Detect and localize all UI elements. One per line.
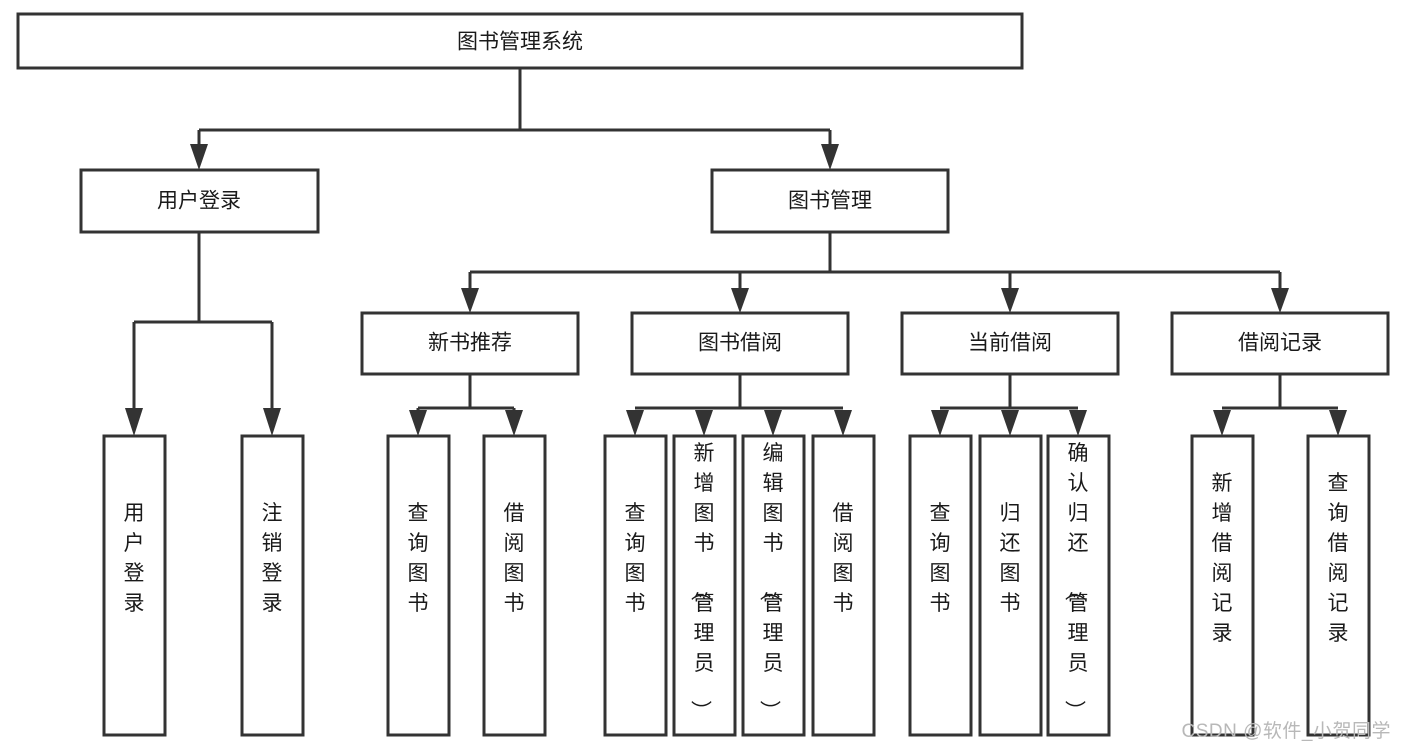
node-borrow-record-box[interactable] <box>1170 311 1390 376</box>
node-leaf-add-book[interactable]: 新增图书（管理员） <box>672 434 737 737</box>
node-leaf-borrow-book-2-label: 借阅图书 <box>833 502 854 615</box>
node-leaf-query-book-3-box[interactable] <box>908 434 973 737</box>
node-leaf-add-book-box[interactable] <box>672 434 737 737</box>
node-leaf-borrow-book-2[interactable]: 借阅图书 <box>811 434 876 737</box>
node-leaf-borrow-book-1[interactable]: 借阅图书 <box>482 434 547 737</box>
node-leaf-add-record[interactable]: 新增借阅记录 <box>1190 434 1255 737</box>
node-book-manage-label: 图书管理 <box>788 190 872 213</box>
node-leaf-add-record-box[interactable] <box>1190 434 1255 737</box>
arrow-user-login <box>190 144 208 170</box>
arrow-leaf-query-book-2 <box>626 410 644 436</box>
node-leaf-query-record[interactable]: 查询借阅记录 <box>1306 434 1371 737</box>
node-book-manage[interactable]: 图书管理 <box>710 168 950 234</box>
node-leaf-user-logout[interactable]: 注销登录 <box>240 434 305 737</box>
node-borrow-record[interactable]: 借阅记录 <box>1170 311 1390 376</box>
arrow-leaf-confirm-return <box>1069 410 1087 436</box>
node-leaf-query-record-box[interactable] <box>1306 434 1371 737</box>
node-leaf-query-book-1-box[interactable] <box>386 434 451 737</box>
node-new-book-recommend[interactable]: 新书推荐 <box>360 311 580 376</box>
node-leaf-return-book-box[interactable] <box>978 434 1043 737</box>
node-leaf-query-book-3-label: 查询图书 <box>930 502 951 615</box>
node-current-borrow-box[interactable] <box>900 311 1120 376</box>
node-leaf-add-record-label: 新增借阅记录 <box>1212 472 1233 645</box>
node-leaf-user-login-label: 用户登录 <box>124 502 145 615</box>
arrow-book-manage <box>821 144 839 170</box>
arrow-new-book-recommend <box>461 288 479 313</box>
node-current-borrow-label: 当前借阅 <box>968 332 1052 355</box>
arrow-leaf-return-book <box>1001 410 1019 436</box>
csdn-watermark: CSDN @软件_小贺同学 <box>1181 721 1391 742</box>
node-user-login-box[interactable] <box>79 168 320 234</box>
arrow-leaf-user-logout <box>263 408 281 436</box>
node-leaf-query-record-label: 查询借阅记录 <box>1328 472 1349 645</box>
arrow-leaf-add-record <box>1213 410 1231 436</box>
node-borrow-record-label: 借阅记录 <box>1238 332 1322 355</box>
node-leaf-user-logout-box[interactable] <box>240 434 305 737</box>
node-current-borrow[interactable]: 当前借阅 <box>900 311 1120 376</box>
node-new-book-recommend-label: 新书推荐 <box>428 332 512 355</box>
node-leaf-borrow-book-1-label: 借阅图书 <box>504 502 525 615</box>
node-leaf-query-book-2-box[interactable] <box>603 434 668 737</box>
arrow-leaf-query-book-1 <box>409 410 427 436</box>
node-leaf-user-login-box[interactable] <box>102 434 167 737</box>
node-new-book-recommend-box[interactable] <box>360 311 580 376</box>
node-leaf-user-login[interactable]: 用户登录 <box>102 434 167 737</box>
arrow-leaf-borrow-book-2 <box>834 410 852 436</box>
node-leaf-borrow-book-1-box[interactable] <box>482 434 547 737</box>
node-leaf-query-book-1-label: 查询图书 <box>408 502 429 615</box>
node-book-borrow-box[interactable] <box>630 311 850 376</box>
node-book-manage-box[interactable] <box>710 168 950 234</box>
arrow-borrow-record <box>1271 288 1289 313</box>
arrow-leaf-query-book-3 <box>931 410 949 436</box>
node-leaf-query-book-3[interactable]: 查询图书 <box>908 434 973 737</box>
node-leaf-return-book-label: 归还图书 <box>1000 502 1021 615</box>
node-leaf-edit-book-box[interactable] <box>741 434 806 737</box>
node-leaf-user-logout-label: 注销登录 <box>262 502 283 615</box>
node-book-borrow[interactable]: 图书借阅 <box>630 311 850 376</box>
node-user-login-label: 用户登录 <box>157 190 241 213</box>
node-book-borrow-label: 图书借阅 <box>698 332 782 355</box>
node-root[interactable]: 图书管理系统 <box>16 12 1024 70</box>
node-root-label: 图书管理系统 <box>457 31 583 54</box>
arrow-leaf-edit-book <box>764 410 782 436</box>
node-user-login[interactable]: 用户登录 <box>79 168 320 234</box>
node-leaf-add-book-label: 新增图书（管理员） <box>689 442 715 721</box>
arrow-leaf-add-book <box>695 410 713 436</box>
node-leaf-query-book-2-label: 查询图书 <box>625 502 646 615</box>
arrow-current-borrow <box>1001 288 1019 313</box>
node-leaf-return-book[interactable]: 归还图书 <box>978 434 1043 737</box>
node-root-box[interactable] <box>16 12 1024 70</box>
node-leaf-borrow-book-2-box[interactable] <box>811 434 876 737</box>
arrow-leaf-query-record <box>1329 410 1347 436</box>
nodes-layer: 图书管理系统 用户登录 图书管理 新书推荐 图书借阅 <box>16 12 1390 737</box>
node-leaf-confirm-return[interactable]: 确认归还（管理员） <box>1046 434 1111 737</box>
arrow-book-borrow <box>731 288 749 313</box>
node-leaf-edit-book-label: 编辑图书（管理员） <box>758 442 784 721</box>
node-leaf-query-book-1[interactable]: 查询图书 <box>386 434 451 737</box>
node-leaf-query-book-2[interactable]: 查询图书 <box>603 434 668 737</box>
node-leaf-edit-book[interactable]: 编辑图书（管理员） <box>741 434 806 737</box>
edges-layer <box>125 68 1347 436</box>
arrow-leaf-borrow-book-1 <box>505 410 523 436</box>
node-leaf-confirm-return-label: 确认归还（管理员） <box>1063 442 1089 721</box>
node-leaf-confirm-return-box[interactable] <box>1046 434 1111 737</box>
arrow-leaf-user-login <box>125 408 143 436</box>
